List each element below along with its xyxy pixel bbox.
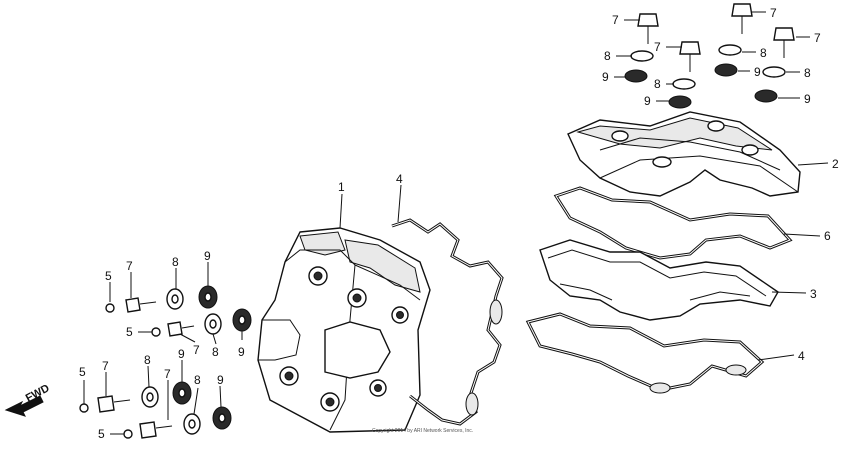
- grommet-9-g: [714, 63, 738, 77]
- callout-9-h: 9: [804, 92, 811, 106]
- bolt-7-e: [637, 13, 659, 27]
- callout-5-d: 5: [98, 427, 105, 441]
- callout-7-b: 7: [193, 343, 200, 357]
- callout-7-f: 7: [654, 40, 661, 54]
- callout-9-g: 9: [754, 65, 761, 79]
- arrow-icon: [4, 395, 44, 417]
- bolt-5-d: [123, 429, 133, 439]
- grommet-9-e: [624, 69, 648, 83]
- bolt-7-h: [773, 27, 795, 41]
- callout-5-b: 5: [126, 325, 133, 339]
- bolt-7-a: [125, 297, 141, 313]
- copyright-text: Copyright 2014 by ARI Network Services, …: [372, 428, 473, 434]
- callout-8-f: 8: [654, 77, 661, 91]
- callout-8-e: 8: [604, 49, 611, 63]
- callout-5-c: 5: [79, 365, 86, 379]
- washer-8-h: [762, 66, 786, 78]
- callout-2: 2: [832, 157, 839, 171]
- leader-lines: [83, 11, 829, 435]
- bolt-7-c: [97, 395, 115, 413]
- callout-8-h: 8: [804, 66, 811, 80]
- callout-1: 1: [338, 180, 345, 194]
- bolt-7-b: [167, 321, 183, 337]
- callout-8-g: 8: [760, 46, 767, 60]
- callout-8-b: 8: [212, 345, 219, 359]
- callout-9-a: 9: [204, 249, 211, 263]
- callout-9-d: 9: [217, 373, 224, 387]
- callout-5-a: 5: [105, 269, 112, 283]
- bolt-7-d: [139, 421, 157, 439]
- callout-8-c: 8: [144, 353, 151, 367]
- bolt-5-a: [105, 303, 115, 313]
- grommet-9-h: [754, 89, 778, 103]
- callout-4-rear: 4: [798, 349, 805, 363]
- front-gasket: [391, 218, 504, 426]
- forward-arrow: FWD: [4, 382, 52, 417]
- callout-3: 3: [810, 287, 817, 301]
- bolt-5-b: [151, 327, 161, 337]
- callout-7-a: 7: [126, 259, 133, 273]
- front-head-cover: [257, 227, 431, 433]
- callout-8-d: 8: [194, 373, 201, 387]
- top-fastener-group: [624, 3, 795, 109]
- left-fastener-group: [79, 285, 252, 439]
- bolt-5-c: [79, 403, 89, 413]
- callout-9-e: 9: [602, 70, 609, 84]
- callout-4-front: 4: [396, 172, 403, 186]
- callout-7-g: 7: [770, 6, 777, 20]
- washer-8-f: [672, 78, 696, 90]
- rear-gasket-4: [525, 312, 765, 394]
- callout-7-c: 7: [102, 359, 109, 373]
- rear-head-cover: [567, 111, 801, 197]
- callout-7-h: 7: [814, 31, 821, 45]
- callout-9-c: 9: [178, 347, 185, 361]
- callout-8-a: 8: [172, 255, 179, 269]
- rear-gasket-6: [553, 186, 793, 260]
- bolt-7-f: [679, 41, 701, 55]
- callout-7-d: 7: [164, 367, 171, 381]
- callout-9-f: 9: [644, 94, 651, 108]
- callout-6: 6: [824, 229, 831, 243]
- callout-7-e: 7: [612, 13, 619, 27]
- callout-9-b: 9: [238, 345, 245, 359]
- washer-8-e: [630, 50, 654, 62]
- grommet-9-f: [668, 95, 692, 109]
- bolt-7-g: [731, 3, 753, 17]
- rear-plate-3: [539, 239, 779, 321]
- callout-labels: 1 2 3 4 4 5 5 5 5 6 7 7 7 7 7 7 7 7 8 8 …: [79, 6, 839, 441]
- washer-8-g: [718, 44, 742, 56]
